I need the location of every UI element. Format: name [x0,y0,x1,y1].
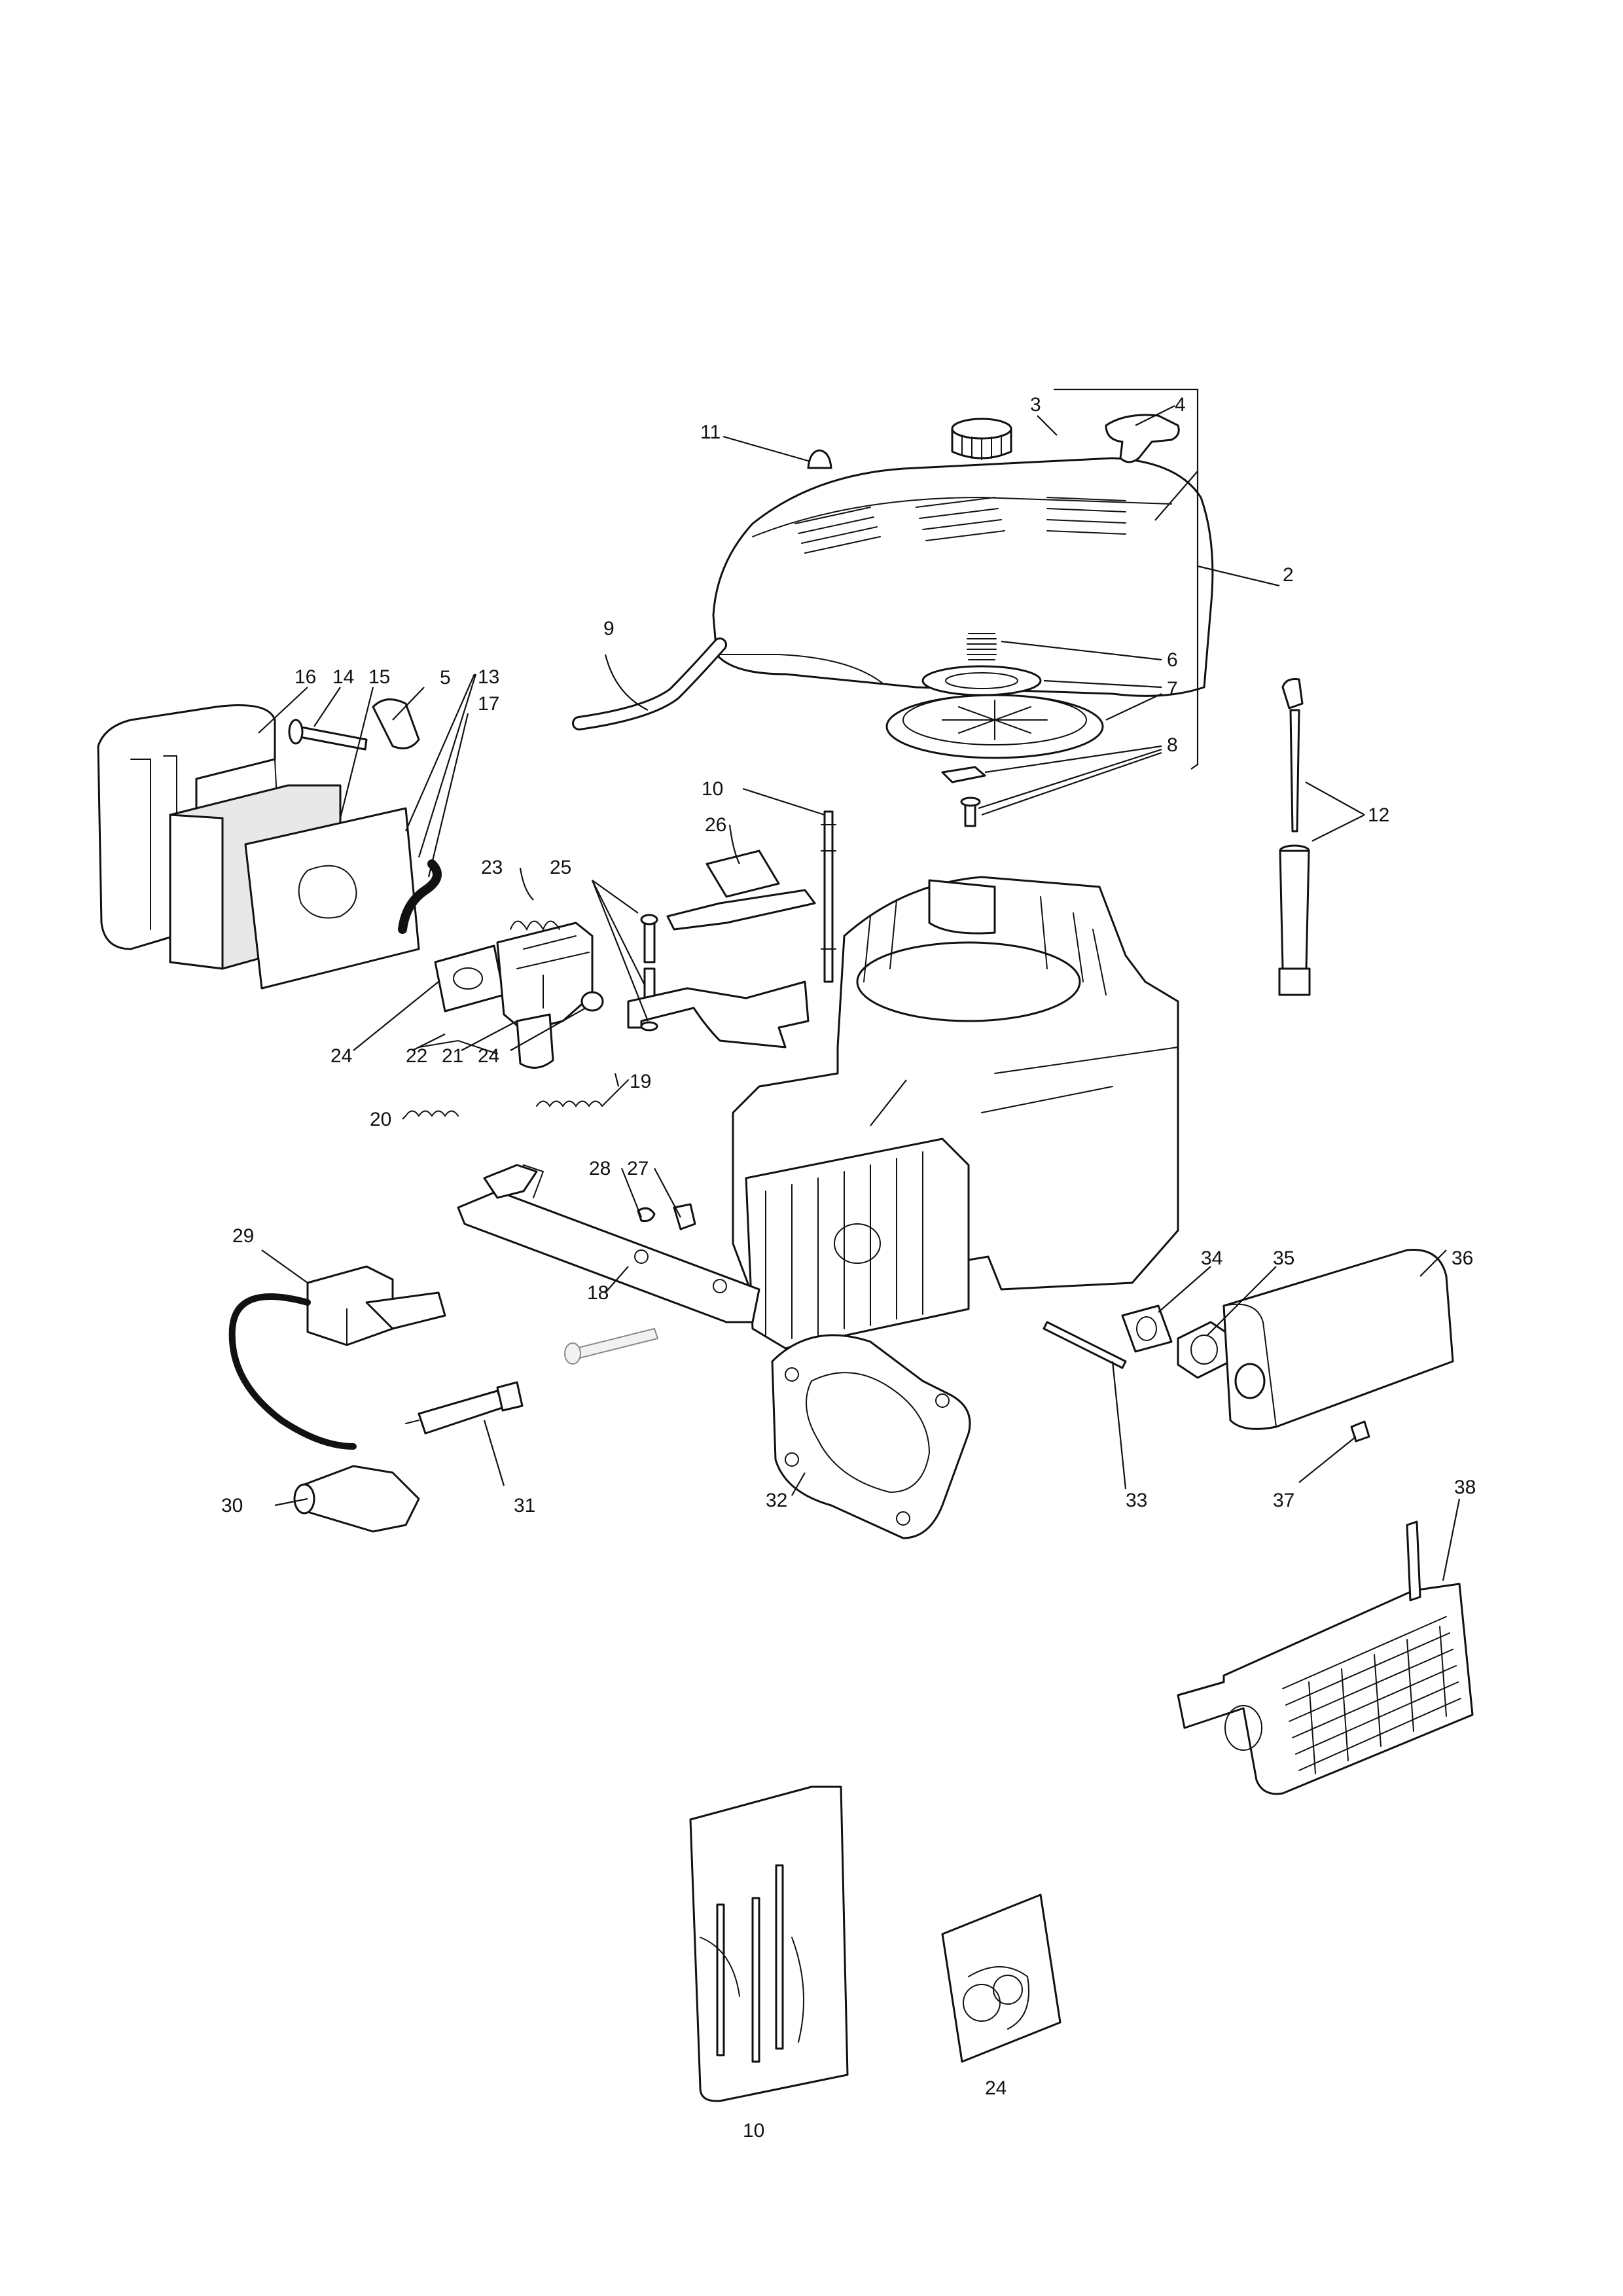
callout-17: 17 [478,693,499,715]
cylinder-stud [821,810,836,983]
muffler-stud [1043,1321,1127,1369]
callout-6: 6 [1167,649,1178,671]
callout-18: 18 [587,1282,609,1304]
callout-31: 31 [514,1495,535,1516]
muffler-guard [1177,1520,1474,1795]
engine-block [732,876,1179,1350]
starter-screw [960,797,981,827]
governor-spring-small [510,920,560,931]
carburetor-gasket [434,944,505,1013]
governor-bracket [666,850,816,931]
callout-28: 28 [589,1158,611,1179]
callout-38: 38 [1454,1477,1476,1498]
callout-labels: 2 3 4 5 6 7 8 9 10 11 12 13 14 15 16 17 … [221,394,1476,2142]
air-filter-bolt [288,719,368,751]
callout-3: 3 [1030,394,1041,416]
muffler [1222,1249,1454,1430]
throttle-lever [483,1164,538,1199]
stud-kit-bag [689,1785,849,2102]
spark-plug [405,1381,524,1435]
governor-spring [536,1079,629,1107]
callout-10-kit: 10 [743,2120,764,2142]
bracket-bolt [564,1327,659,1365]
callout-14: 14 [332,666,354,688]
dipstick-tube [1278,844,1311,996]
callout-32: 32 [766,1490,787,1511]
callout-11: 11 [700,422,721,443]
fuel-cap [951,418,1012,460]
grommet [807,449,832,469]
lever-screw [637,1207,656,1222]
callout-24-kit: 24 [985,2077,1007,2099]
callout-37: 37 [1273,1490,1294,1511]
callout-13: 13 [478,666,499,688]
callout-25: 25 [550,857,571,878]
starter-handle [1105,414,1180,463]
callout-19: 19 [630,1071,651,1092]
callout-5: 5 [440,667,451,689]
callout-12: 12 [1368,804,1389,826]
callout-8: 8 [1167,734,1178,756]
callout-20: 20 [370,1109,391,1130]
callout-36: 36 [1452,1247,1473,1269]
callout-22: 22 [406,1045,427,1067]
dipstick [1281,678,1304,833]
leader-lines [258,388,1461,1581]
choke-link [418,1039,498,1054]
callout-16: 16 [294,666,316,688]
callout-24-left: 24 [330,1045,352,1067]
callout-9: 9 [603,618,615,639]
governor-bolt [640,914,658,1031]
ignition-lead [228,1293,357,1450]
ignition-coil [306,1265,446,1346]
starter-clip [941,766,986,783]
callout-15: 15 [368,666,390,688]
lever-clip [673,1203,696,1230]
callout-33: 33 [1126,1490,1147,1511]
carburetor [496,922,594,1069]
callout-4: 4 [1175,394,1186,416]
exhaust-flange [1177,1321,1232,1379]
callout-23: 23 [481,857,503,878]
pawl-washer [921,665,1042,696]
exhaust-gasket [1121,1304,1173,1353]
callout-7: 7 [1167,678,1178,700]
muffler-nut [1350,1420,1370,1443]
callout-35: 35 [1273,1247,1294,1269]
spark-plug-cap [293,1465,420,1533]
spring [967,633,997,660]
air-filter-base [244,807,420,990]
blower-housing [712,457,1214,697]
callout-24-right: 24 [478,1045,499,1067]
callout-34: 34 [1201,1247,1222,1269]
breather-tube [398,859,442,934]
governor-arm [627,980,810,1049]
callout-10: 10 [702,778,723,800]
carburetor-oring [580,991,604,1012]
throttle-spring [405,1110,459,1117]
callout-26: 26 [705,814,726,836]
callout-2: 2 [1283,564,1294,586]
callout-21: 21 [442,1045,463,1067]
callout-27: 27 [627,1158,649,1179]
starter-pulley [885,694,1104,759]
cover-knob [372,698,420,749]
callout-29: 29 [232,1225,254,1247]
gasket-kit-bag [941,1893,1061,2063]
callout-30: 30 [221,1495,243,1516]
head-gasket [771,1334,971,1539]
